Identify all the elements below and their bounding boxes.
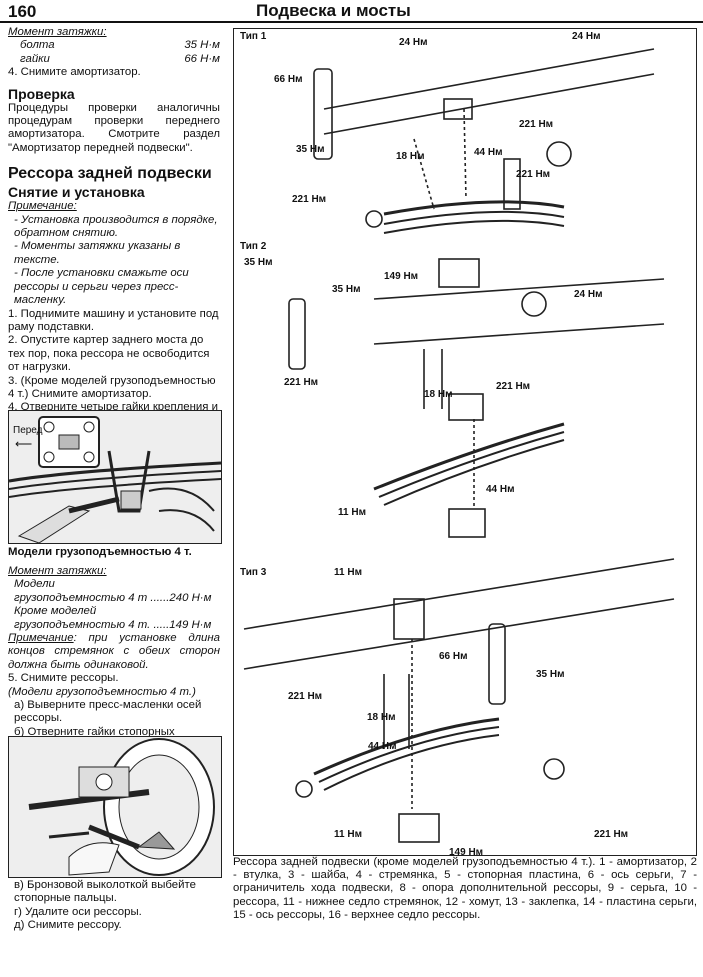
arrow-left-icon: ⟵ — [15, 437, 33, 451]
sub-step: в) Бронзовой выколоткой выбейте стопорны… — [14, 879, 196, 905]
torque-label: 221 Нм — [496, 381, 531, 392]
torque-label: 66 Нм — [439, 651, 468, 662]
section-heading-spring: Рессора задней подвески — [8, 165, 212, 183]
torque-value: грузоподъемностью 4 т ......240 Н·м — [14, 591, 212, 604]
torque-name: болта — [20, 39, 55, 52]
check-text: Процедуры проверки аналогичны процедурам… — [8, 101, 220, 154]
torque-label: Кроме моделей — [14, 605, 97, 618]
torque-label: 221 Нм — [292, 194, 327, 205]
type-label: Тип 3 — [240, 567, 267, 578]
note-label: Примечание: — [8, 200, 77, 213]
torque-label: 149 Нм — [384, 271, 419, 282]
step-text: 2. Опустите картер заднего моста до тех … — [8, 334, 210, 374]
photo-spring-pins — [8, 736, 222, 878]
type-label: Тип 2 — [240, 241, 267, 252]
torque-label: 11 Нм — [338, 507, 366, 518]
photo-illustration — [9, 737, 221, 877]
diagram-drawing — [243, 48, 675, 843]
figure-caption: Рессора задней подвески (кроме моделей г… — [233, 856, 697, 921]
left-column-top: Момент затяжки: болта 35 Н·м гайки 66 Н·… — [8, 26, 220, 442]
sub-step: д) Снимите рессору. — [14, 919, 122, 932]
torque-label: 221 Нм — [594, 829, 629, 840]
torque-label: 18 Нм — [424, 389, 453, 400]
torque-value: 35 Н·м — [184, 39, 220, 52]
step-text: 4. Снимите амортизатор. — [8, 66, 141, 79]
suspension-exploded-diagram: Тип 1 Тип 2 Тип 3 24 Нм 24 Нм 66 Нм 221 … — [233, 28, 697, 858]
torque-label: 149 Нм — [449, 847, 484, 858]
torque-title: Момент затяжки: — [8, 565, 107, 577]
torque-label: 35 Нм — [332, 284, 361, 295]
torque-label: 44 Нм — [486, 484, 515, 495]
note-item: - После установки смажьте оси рессоры и … — [14, 267, 189, 307]
torque-label: 24 Нм — [399, 37, 428, 48]
sub-step: г) Удалите оси рессоры. — [14, 905, 142, 918]
torque-label: 35 Нм — [536, 669, 565, 680]
torque-label: 221 Нм — [516, 169, 551, 180]
torque-label: 11 Нм — [334, 567, 362, 578]
torque-label: 66 Нм — [274, 74, 303, 85]
section-heading-check: Проверка — [8, 85, 75, 102]
page-number: 160 — [8, 2, 37, 21]
left-column-bottom: в) Бронзовой выколоткой выбейте стопорны… — [8, 879, 220, 933]
photo-spring-clamp: Перед ⟵ — [8, 410, 222, 544]
torque-label: 221 Нм — [284, 377, 319, 388]
sub-title: (Модели грузоподъемностью 4 т.) — [8, 685, 196, 698]
torque-label: Модели — [14, 578, 55, 591]
type-label: Тип 1 — [240, 31, 267, 42]
torque-label: 35 Нм — [296, 144, 325, 155]
torque-label: 35 Нм — [244, 257, 273, 268]
page-title: Подвеска и мосты — [256, 1, 411, 20]
note-text: Примечание: при установке длина концов с… — [8, 632, 220, 672]
torque-value: грузоподъемностью 4 т. .....149 Н·м — [14, 618, 212, 631]
torque-row-nut: гайки 66 Н·м — [8, 53, 220, 66]
note-item: - Установка производится в порядке, обра… — [14, 213, 218, 240]
torque-value: 66 Н·м — [184, 52, 220, 65]
torque-label: 18 Нм — [396, 151, 425, 162]
torque-label: 18 Нм — [367, 712, 396, 723]
torque-label: 44 Нм — [368, 741, 397, 752]
torque-row-bolt: болта 35 Н·м — [8, 39, 220, 52]
note-body: : при установке длина концов стремянок с… — [8, 632, 220, 671]
photo-caption: Модели грузоподъемностью 4 т. — [8, 546, 192, 558]
step-text: 5. Снимите рессоры. — [8, 672, 119, 685]
step-text: 3. (Кроме моделей грузоподъемностью 4 т.… — [8, 374, 216, 400]
torque-label: 221 Нм — [288, 691, 323, 702]
header-rule — [0, 21, 703, 23]
photo-illustration — [9, 411, 221, 543]
front-label: Перед — [13, 425, 43, 436]
note-label: Примечание — [8, 632, 74, 645]
step-text: 1. Поднимите машину и установите под рам… — [8, 307, 219, 333]
note-item: - Моменты затяжки указаны в тексте. — [14, 240, 181, 266]
torque-label: 11 Нм — [334, 829, 362, 840]
torque-label: 24 Нм — [572, 31, 601, 42]
torque-name: гайки — [20, 52, 50, 65]
torque-label: 221 Нм — [519, 119, 554, 130]
torque-title: Момент затяжки: — [8, 26, 107, 38]
torque-label: 24 Нм — [574, 289, 603, 300]
torque-label: 44 Нм — [474, 147, 503, 158]
subheading-removal: Снятие и установка — [8, 184, 145, 201]
left-column-middle: Момент затяжки: Модели грузоподъемностью… — [8, 565, 220, 753]
sub-step: а) Выверните пресс-масленки осей рессоры… — [14, 699, 202, 725]
